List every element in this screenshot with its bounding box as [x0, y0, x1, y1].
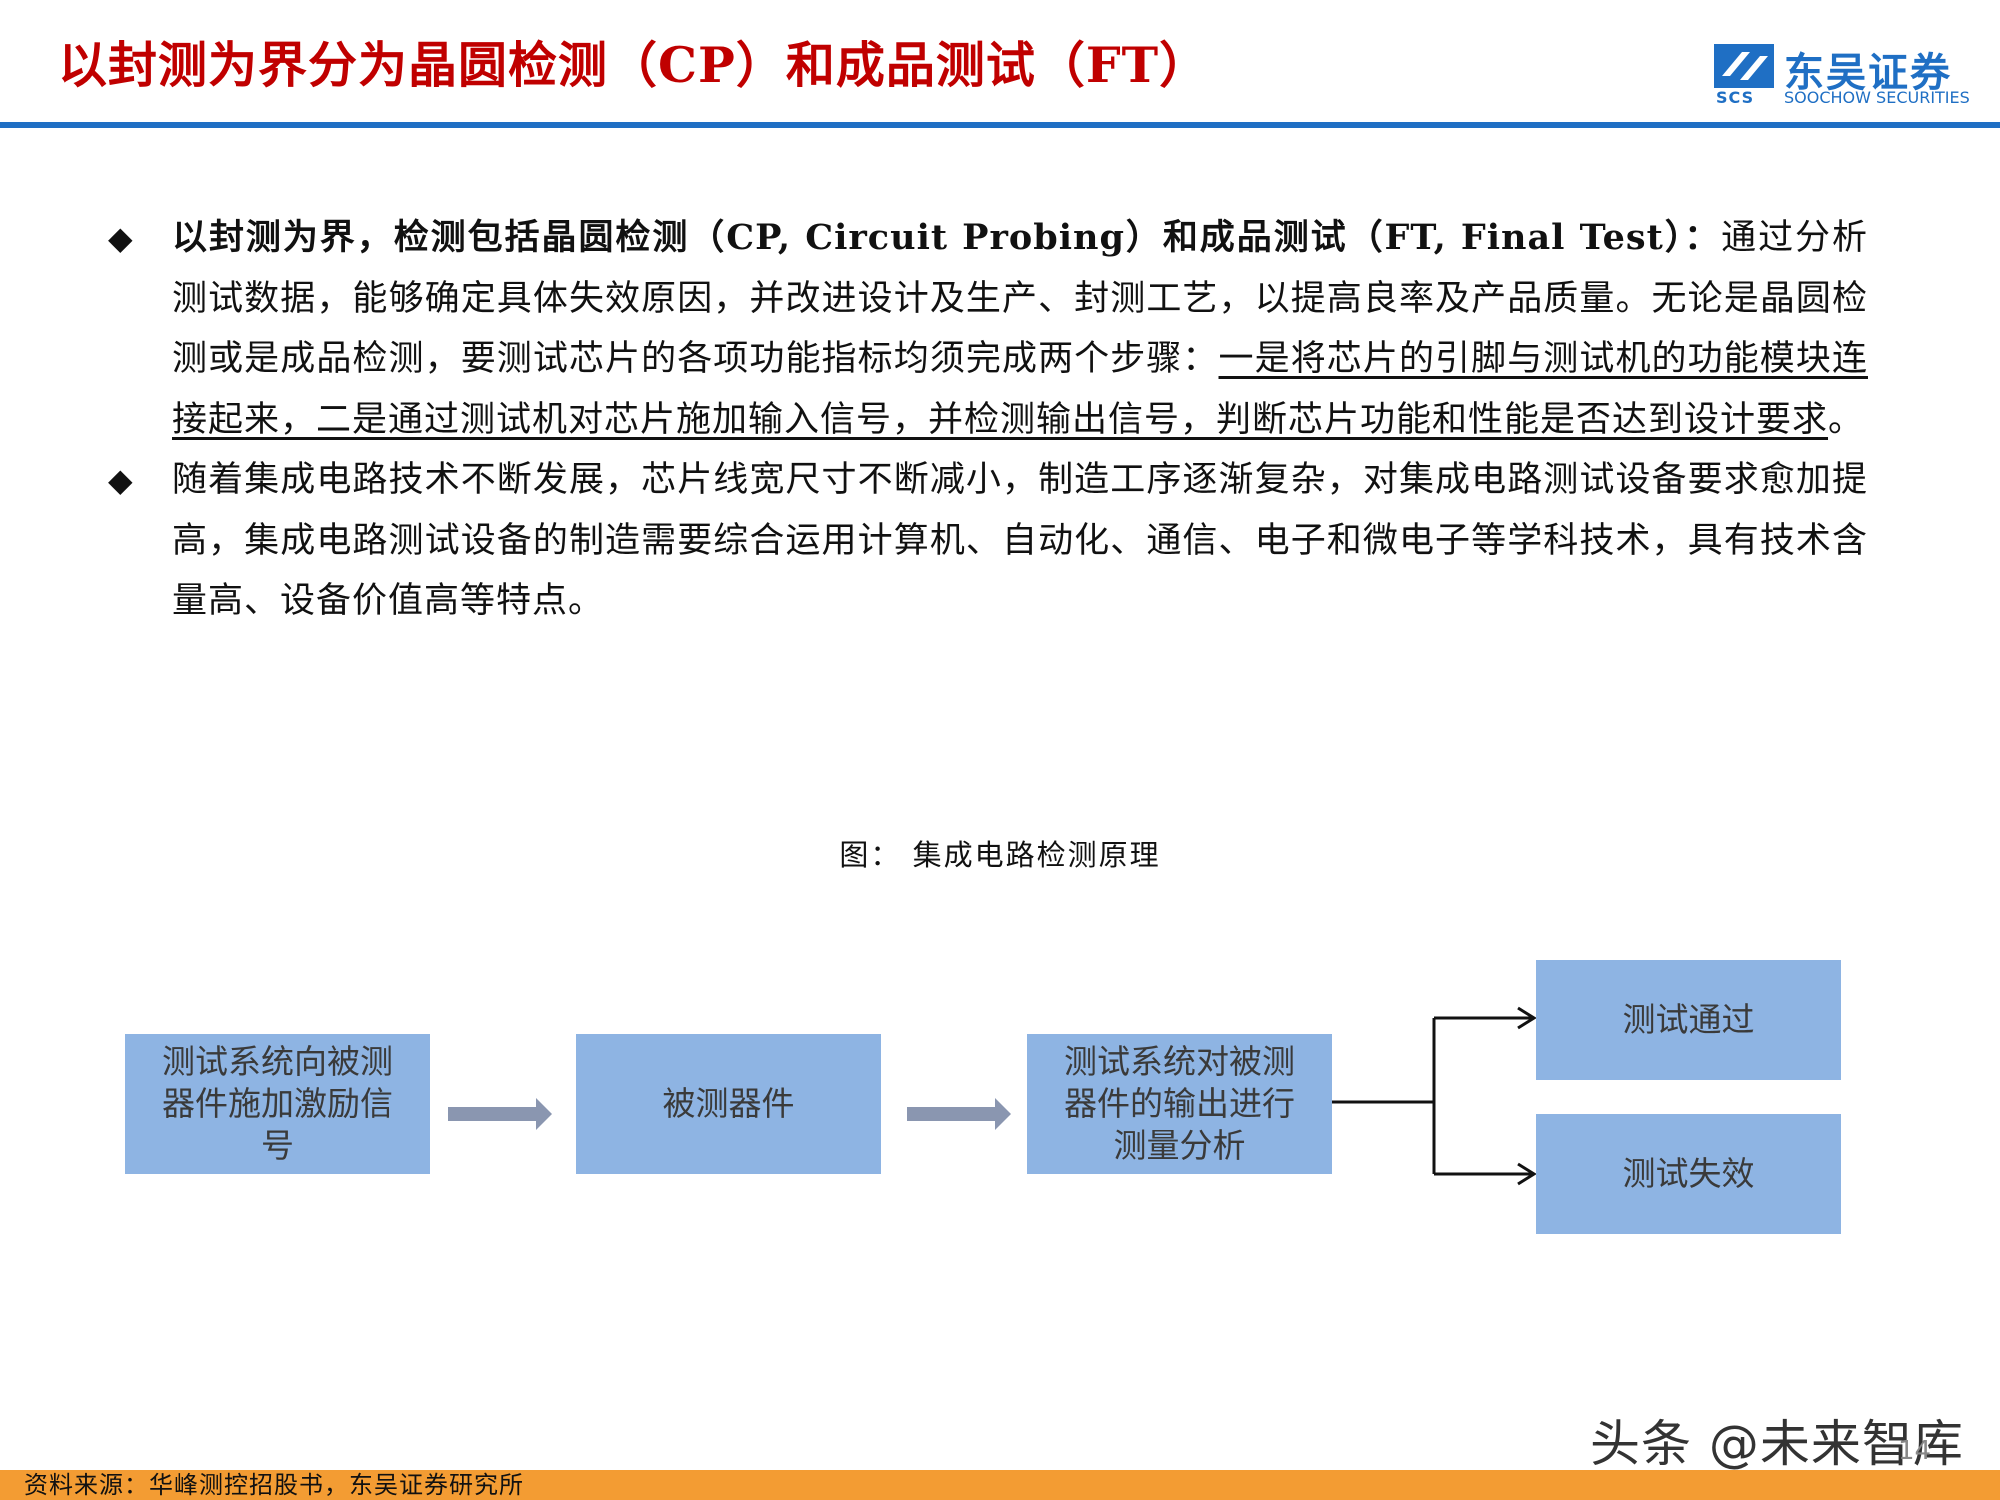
device-under-test-box: 被测器件: [576, 1034, 881, 1174]
footer-bar: [0, 1470, 2000, 1500]
slide-header: 以封测为界分为晶圆检测（CP）和成品测试（FT） 东吴证券 SCS SOOCHO…: [0, 0, 2000, 128]
output-analysis-box: 测试系统对被测器件的输出进行测量分析: [1027, 1034, 1332, 1174]
bullet-item: ◆ 以封测为界，检测包括晶圆检测（CP, Circuit Probing）和成品…: [108, 208, 1868, 450]
soochow-logo: 东吴证券 SCS SOOCHOW SECURITIES: [1714, 40, 1974, 107]
test-pass-box: 测试通过: [1536, 960, 1841, 1080]
branch-connector: [1330, 1006, 1537, 1186]
bullet-item: ◆ 随着集成电路技术不断发展，芯片线宽尺寸不断减小，制造工序逐渐复杂，对集成电路…: [108, 450, 1868, 632]
test-fail-box: 测试失效: [1536, 1114, 1841, 1234]
logo-abbreviation: SCS: [1716, 88, 1755, 107]
watermark: 头条 @未来智库: [1590, 1415, 1964, 1473]
bullet-heading: 以封测为界，检测包括晶圆检测（CP, Circuit Probing）和成品测试…: [172, 217, 1722, 258]
bullet-paragraph: 以封测为界，检测包括晶圆检测（CP, Circuit Probing）和成品测试…: [172, 208, 1868, 450]
logo-chinese-name: 东吴证券: [1784, 50, 1952, 96]
slide-title: 以封测为界分为晶圆检测（CP）和成品测试（FT）: [58, 36, 1210, 94]
soochow-logo-icon: [1714, 44, 1774, 88]
bullet-list: ◆ 以封测为界，检测包括晶圆检测（CP, Circuit Probing）和成品…: [108, 208, 1868, 632]
bullet-text: 通过分析测试数据，能够确定具体失效原因，并改进设计及生产、封测工艺，以提高良率及…: [172, 218, 1868, 379]
arrow-right-icon: [448, 1098, 552, 1130]
header-rule: [0, 122, 2000, 128]
stimulus-box: 测试系统向被测器件施加激励信号: [125, 1034, 430, 1174]
footer-source: 资料来源：华峰测控招股书，东吴证券研究所: [24, 1471, 524, 1499]
bullet-text: 随着集成电路技术不断发展，芯片线宽尺寸不断减小，制造工序逐渐复杂，对集成电路测试…: [172, 460, 1868, 621]
bullet-tail: 。: [1828, 399, 1865, 440]
diamond-bullet-icon: ◆: [108, 461, 133, 499]
page-number: 14: [1898, 1436, 1932, 1466]
underlined-text: 一是将芯片的引脚与测试机的功能模块连接起来，二是通过测试机对芯片施加输入信号，并…: [172, 339, 1868, 440]
bullet-paragraph: 随着集成电路技术不断发展，芯片线宽尺寸不断减小，制造工序逐渐复杂，对集成电路测试…: [172, 450, 1868, 632]
arrow-right-icon: [907, 1098, 1011, 1130]
figure-caption: 图： 集成电路检测原理: [839, 838, 1161, 872]
diamond-bullet-icon: ◆: [108, 219, 133, 257]
logo-english-name: SOOCHOW SECURITIES: [1784, 88, 1970, 107]
